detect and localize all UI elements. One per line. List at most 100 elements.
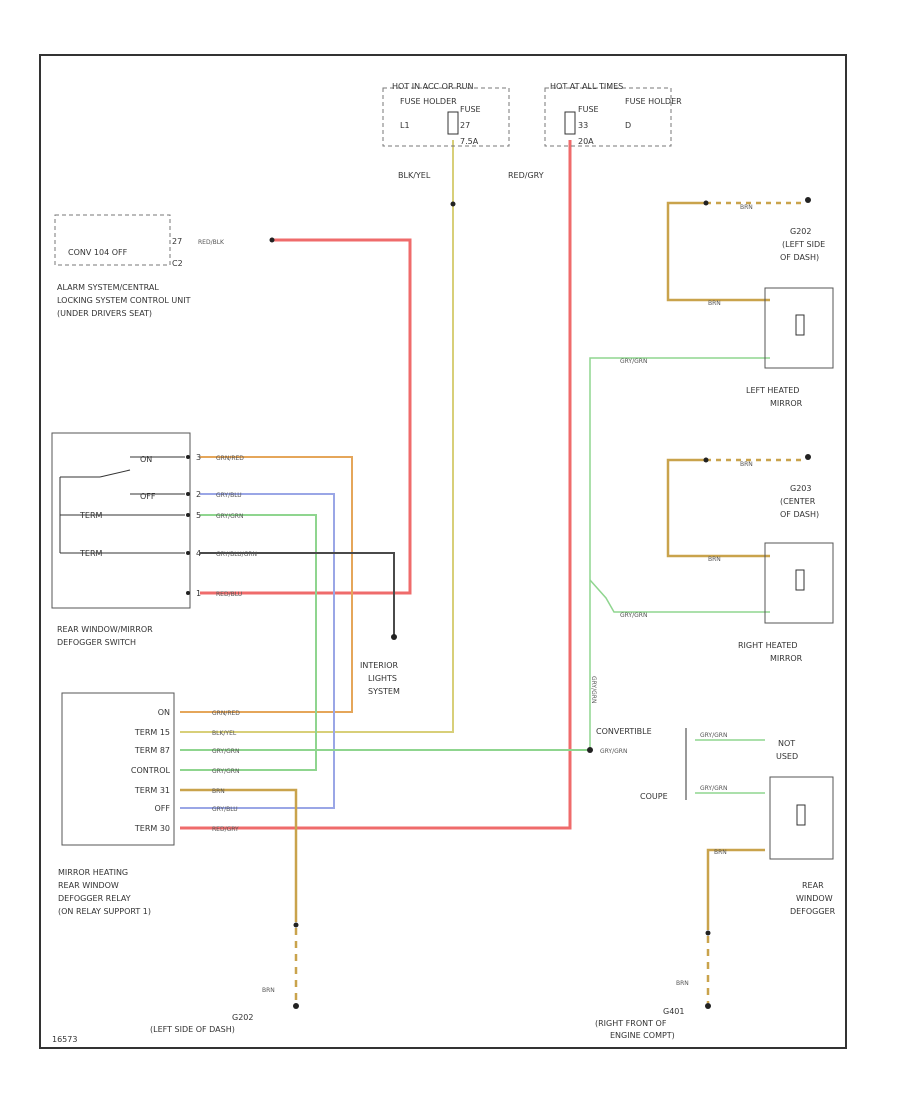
relay-title-line1: MIRROR HEATING [58, 868, 128, 877]
alarm-title-line2: LOCKING SYSTEM CONTROL UNIT [57, 296, 191, 305]
switch-title-line2: DEFOGGER SWITCH [57, 638, 136, 647]
switch-wire-label: GRY/GRN [216, 513, 243, 520]
wire-red-gry [180, 140, 572, 830]
fuse-27-element [447, 111, 459, 135]
relay-title-line3: DEFOGGER RELAY [58, 894, 131, 903]
switch-term-b: TERM [79, 549, 103, 558]
body-option-connector: GRY/GRN CONVERTIBLE GRY/GRN COUPE GRY/GR… [587, 676, 798, 801]
svg-text:GRY/GRN: GRY/GRN [600, 748, 627, 755]
svg-text:(LEFT SIDE: (LEFT SIDE [782, 240, 825, 249]
svg-text:REAR: REAR [802, 881, 824, 890]
svg-text:FUSE: FUSE [460, 105, 481, 114]
rhm-box [764, 542, 834, 624]
fuse-27-wire-label: BLK/YEL [398, 171, 431, 180]
diagram-frame [39, 54, 847, 1049]
svg-text:BRN: BRN [708, 300, 721, 307]
svg-text:FUSE HOLDER: FUSE HOLDER [625, 97, 682, 106]
fuse-33-header: HOT AT ALL TIMES [550, 82, 623, 91]
switch-pin-dot [186, 492, 190, 496]
svg-text:GRY/GRN: GRY/GRN [620, 612, 647, 619]
svg-text:NOT: NOT [778, 739, 795, 748]
relay-title-line2: REAR WINDOW [58, 881, 119, 890]
ground-left-loc: (LEFT SIDE OF DASH) [150, 1025, 235, 1034]
switch-pin-number: 1 [196, 589, 201, 598]
svg-text:SYSTEM: SYSTEM [368, 687, 400, 696]
svg-text:GRY/GRN: GRY/GRN [700, 785, 727, 792]
defogger-box [769, 776, 834, 860]
svg-text:OF DASH): OF DASH) [780, 253, 819, 262]
wire-blk-yel [180, 140, 454, 733]
switch-pos-off: OFF [140, 492, 156, 501]
alarm-inner-label: CONV 104 OFF [68, 248, 128, 257]
ground-right-wire: BRN [676, 980, 689, 987]
switch-pin-dot [186, 551, 190, 555]
svg-text:INTERIOR: INTERIOR [360, 661, 399, 670]
svg-text:27: 27 [172, 237, 182, 246]
svg-text:27: 27 [460, 121, 470, 130]
switch-pin-number: 4 [196, 549, 201, 558]
switch-wire-label: RED/BLU [216, 591, 242, 598]
wire-brn-defog [706, 848, 765, 930]
switch-pin-number: 3 [196, 453, 201, 462]
fuse-33-element [564, 111, 576, 135]
lhm-heater [795, 314, 805, 336]
svg-text:WINDOW: WINDOW [796, 894, 833, 903]
svg-text:DEFOGGER: DEFOGGER [790, 907, 836, 916]
svg-text:FUSE: FUSE [578, 105, 599, 114]
alarm-control-unit: CONV 104 OFF 27 C2 RED/BLK ALARM SYSTEM/… [54, 214, 275, 318]
svg-text:20A: 20A [578, 137, 594, 146]
svg-text:G202: G202 [790, 227, 811, 236]
convertible-label: CONVERTIBLE [596, 727, 652, 736]
switch-title-line1: REAR WINDOW/MIRROR [57, 625, 153, 634]
wire-gry-blu-grn [200, 552, 395, 635]
svg-text:RIGHT HEATED: RIGHT HEATED [738, 641, 798, 650]
svg-text:OF DASH): OF DASH) [780, 510, 819, 519]
wire-brn-lhm [666, 201, 770, 302]
switch-pin-dot [186, 455, 190, 459]
coupe-label: COUPE [640, 792, 668, 801]
svg-text:GRY/GRN: GRY/GRN [620, 358, 647, 365]
wire-brn-relay [180, 788, 298, 922]
alarm-connector: C2 [172, 259, 183, 268]
alarm-title-line3: (UNDER DRIVERS SEAT) [57, 309, 152, 318]
alarm-title-line1: ALARM SYSTEM/CENTRAL [57, 283, 159, 292]
relay-wire-label: BRN [212, 788, 225, 795]
interior-lights-system: INTERIOR LIGHTS SYSTEM [360, 634, 400, 696]
svg-text:D: D [625, 121, 631, 130]
switch-term-a: TERM [79, 511, 103, 520]
switch-wire-label: GRY/BLU/GRN [216, 551, 257, 558]
svg-text:(CENTER: (CENTER [780, 497, 816, 506]
alarm-wire-label: RED/BLK [198, 239, 225, 246]
fuse-33: HOT AT ALL TIMES FUSE HOLDER D FUSE 33 2… [508, 82, 682, 180]
ground-right: BRN G401 (RIGHT FRONT OF ENGINE COMPT) [595, 930, 711, 1040]
relay-terminal-label: TERM 87 [134, 746, 170, 755]
trunk-wire-label: GRY/GRN [590, 676, 597, 703]
relay-terminal-label: CONTROL [131, 766, 171, 775]
svg-text:MIRROR: MIRROR [770, 654, 803, 663]
diagram-code: 16573 [52, 1035, 77, 1044]
relay-terminal-label: TERM 15 [134, 728, 170, 737]
svg-text:BRN: BRN [740, 461, 753, 468]
switch-pin-dot [186, 591, 190, 595]
wire-red-blk [200, 238, 412, 595]
switch-pin-number: 2 [196, 490, 201, 499]
left-heated-mirror: BRN G202 (LEFT SIDE OF DASH) BRN GRY/GRN… [620, 197, 834, 408]
switch-wire-label: GRN/RED [216, 455, 244, 462]
svg-text:MIRROR: MIRROR [770, 399, 803, 408]
right-heated-mirror: BRN G203 (CENTER OF DASH) BRN GRY/GRN RI… [620, 454, 834, 663]
fuse-33-wire-label: RED/GRY [508, 171, 544, 180]
wire-gry-grn-rhm [589, 579, 770, 613]
relay-wire-label: GRY/GRN [212, 768, 239, 775]
ground-right-loc1: (RIGHT FRONT OF [595, 1019, 667, 1028]
relay-wire-label: GRN/RED [212, 710, 240, 717]
switch-pin-number: 5 [196, 511, 201, 520]
wire-gry-grn-switch [180, 514, 317, 771]
svg-text:33: 33 [578, 121, 588, 130]
wire-brn-rhm [666, 458, 770, 558]
rhm-heater [795, 569, 805, 591]
svg-text:BRN: BRN [714, 849, 727, 856]
svg-text:BRN: BRN [740, 204, 753, 211]
